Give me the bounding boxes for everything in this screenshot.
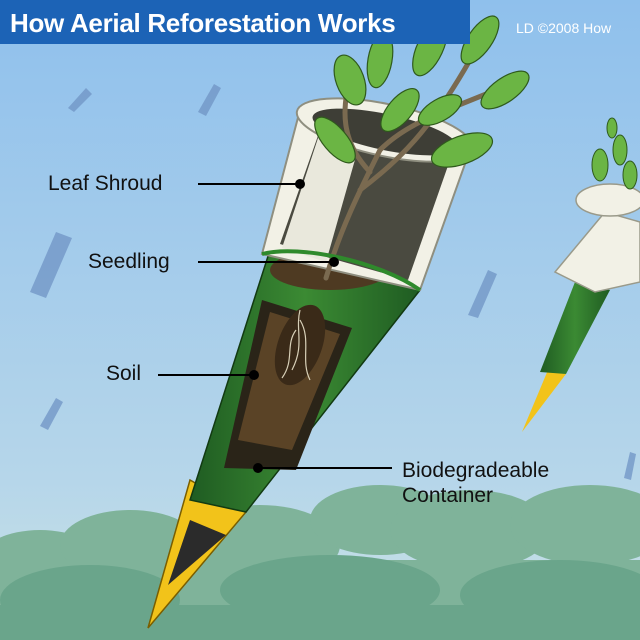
- roots: [281, 309, 311, 381]
- credit-text: LD ©2008 How: [516, 20, 612, 36]
- label-container-line1: Biodegradeable: [402, 459, 550, 482]
- main-pod: [147, 15, 530, 629]
- secondary-pod: [522, 117, 640, 432]
- label-container: Biodegradeable Container: [402, 458, 549, 508]
- title-bar: [0, 0, 470, 44]
- root-ball: [274, 304, 326, 386]
- label-leaf-shroud: Leaf Shroud: [48, 172, 163, 195]
- callout-lines: [158, 183, 392, 469]
- label-container-line2: Container: [402, 484, 494, 507]
- label-seedling: Seedling: [88, 250, 170, 273]
- seedling-leaves: [314, 15, 530, 168]
- falling-pod-icon: [30, 84, 636, 480]
- label-soil: Soil: [106, 362, 142, 385]
- tree-line-front: [0, 555, 640, 640]
- page-title: How Aerial Reforestation Works: [10, 8, 396, 38]
- callout-dots: [249, 179, 339, 473]
